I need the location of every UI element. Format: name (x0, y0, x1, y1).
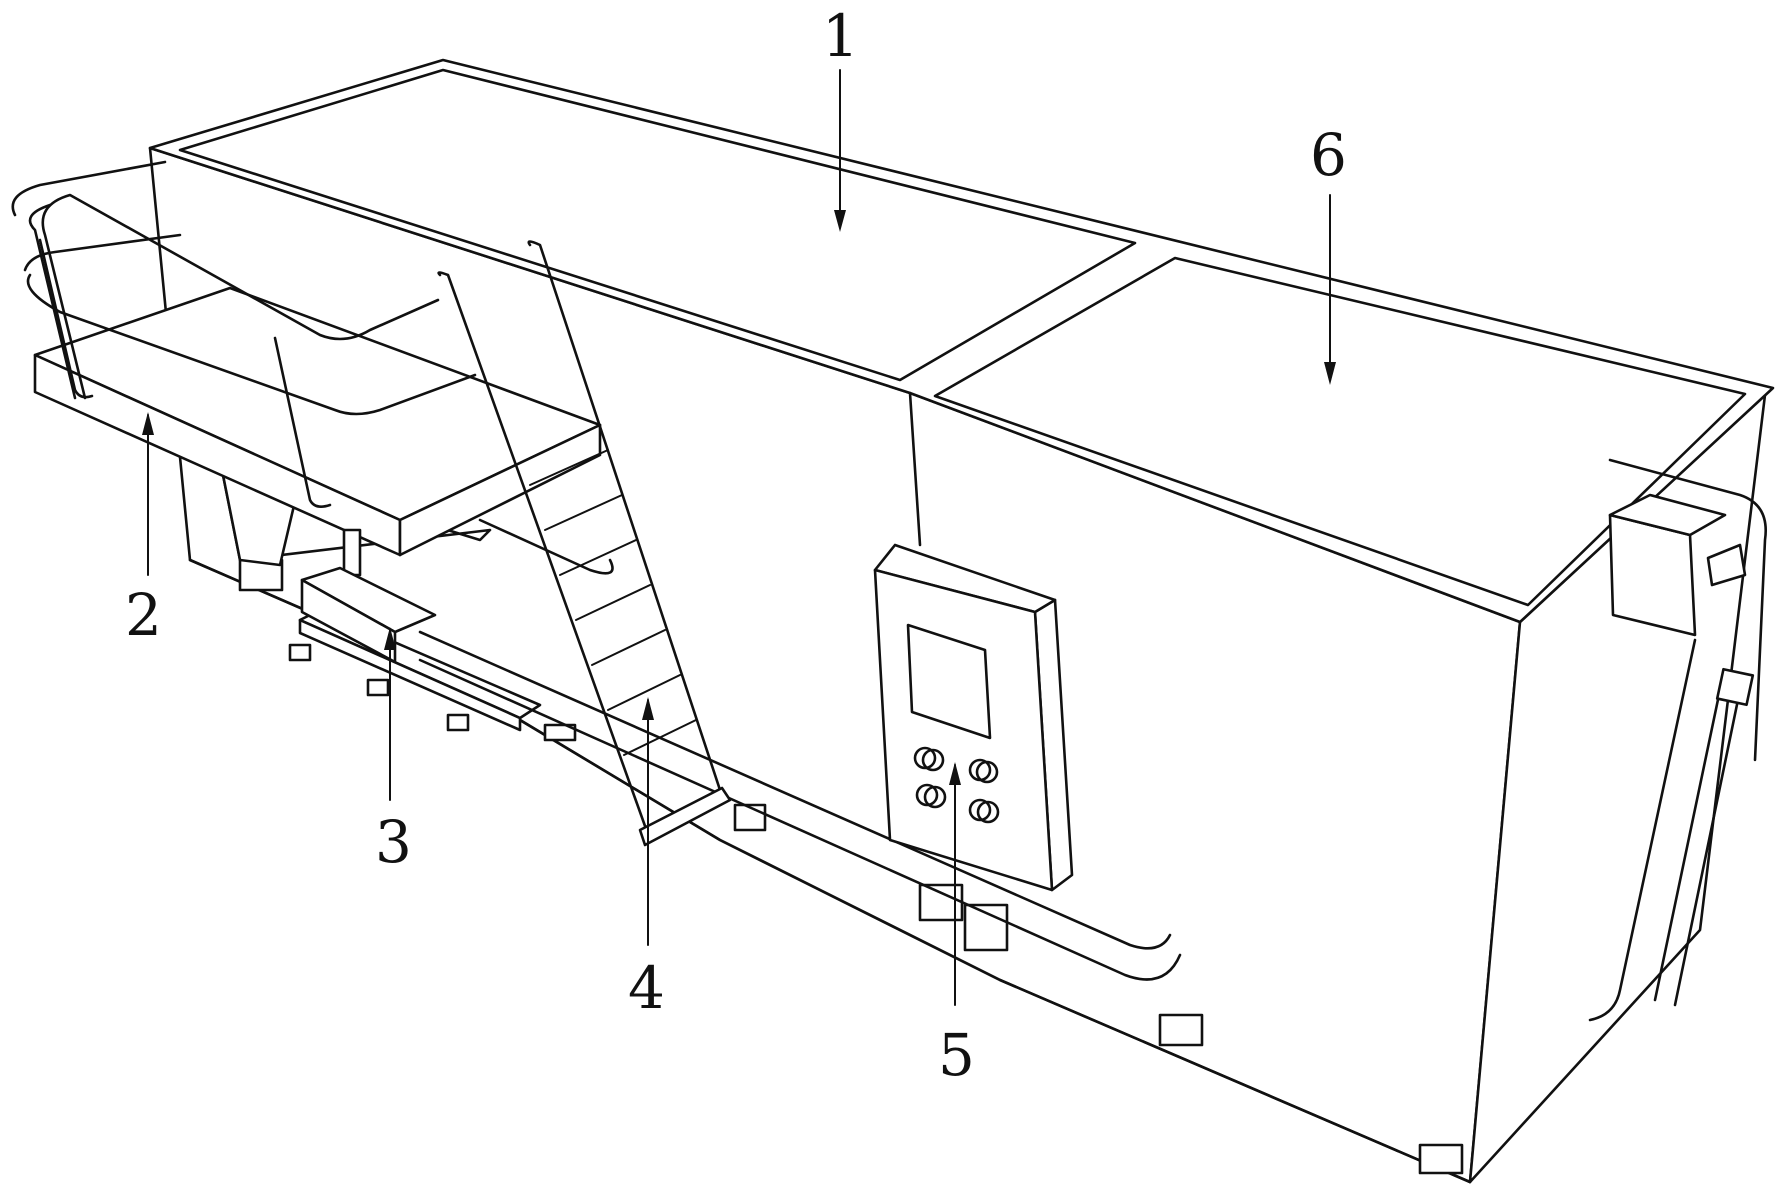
control-knob (923, 785, 947, 809)
end-pipe-down-2 (1673, 688, 1742, 1007)
arrow-4 (642, 697, 654, 720)
foot (1418, 1143, 1464, 1175)
leaders (142, 69, 1336, 1006)
control-box-screen (906, 623, 992, 740)
control-box (873, 543, 1074, 892)
platform-edge-right (398, 423, 602, 557)
ladder-rung (591, 629, 666, 666)
railing-mid (26, 273, 477, 416)
arrow-6 (1324, 362, 1336, 385)
railing-mid-back (23, 233, 182, 272)
control-buttons (913, 746, 1000, 824)
pump-pipe-lower (418, 658, 1182, 981)
railing-top (41, 193, 440, 400)
ladder-foot (638, 786, 732, 847)
end-pipe-top (1608, 458, 1768, 762)
pump-assembly (288, 518, 1182, 981)
labels: 1 6 2 3 4 5 (125, 2, 1347, 1089)
control-knob (975, 760, 999, 784)
label-3: 3 (375, 808, 412, 876)
railing-post-left (38, 238, 94, 399)
arrow-2 (142, 412, 154, 435)
label-1: 1 (822, 2, 859, 70)
platform-post (342, 528, 362, 577)
control-knob (915, 783, 939, 807)
tank-top-section-6 (933, 256, 1747, 607)
skid-foot (366, 678, 390, 697)
foot (1158, 1013, 1204, 1047)
ladder-rung (544, 494, 623, 531)
ladder-rail-right (527, 240, 722, 792)
skid-foot (288, 643, 312, 662)
railing-top-inner (28, 203, 77, 400)
ladder-rung (529, 449, 609, 486)
ladder-rung (607, 674, 681, 711)
label-2: 2 (125, 581, 162, 649)
end-piping (1588, 458, 1768, 1022)
control-knob (976, 800, 1000, 824)
label-5: 5 (938, 1021, 975, 1089)
label-4: 4 (628, 954, 665, 1022)
railing-back (11, 160, 167, 217)
ladder-rail-left (437, 271, 652, 842)
tank-top-section-1 (178, 68, 1137, 382)
inlet-pipe (478, 518, 614, 575)
arrow-1 (834, 210, 846, 232)
ladder-rung (575, 584, 651, 621)
ladder-rung (559, 539, 637, 576)
ladder (437, 240, 732, 847)
skid-foot (446, 713, 470, 732)
tank-divider (908, 391, 922, 547)
end-valve-box (1706, 543, 1747, 587)
arrow-3 (384, 627, 396, 650)
ladder-rung (623, 719, 697, 756)
end-pipe-down (1653, 688, 1722, 1002)
end-cable (1588, 638, 1697, 1022)
platform (11, 160, 602, 577)
label-6: 6 (1310, 121, 1347, 189)
pump-body-front (300, 578, 397, 664)
pump-pipe (418, 630, 1172, 950)
foot (733, 803, 767, 832)
arrow-5 (949, 762, 961, 785)
end-box-top (1608, 493, 1727, 537)
skid-foot (543, 723, 577, 742)
control-knob (913, 746, 937, 770)
railing-post-front (273, 336, 332, 508)
end-valve (1715, 667, 1755, 707)
control-knob (968, 798, 992, 822)
control-knob (921, 748, 945, 772)
pump-skid-side (298, 618, 522, 732)
